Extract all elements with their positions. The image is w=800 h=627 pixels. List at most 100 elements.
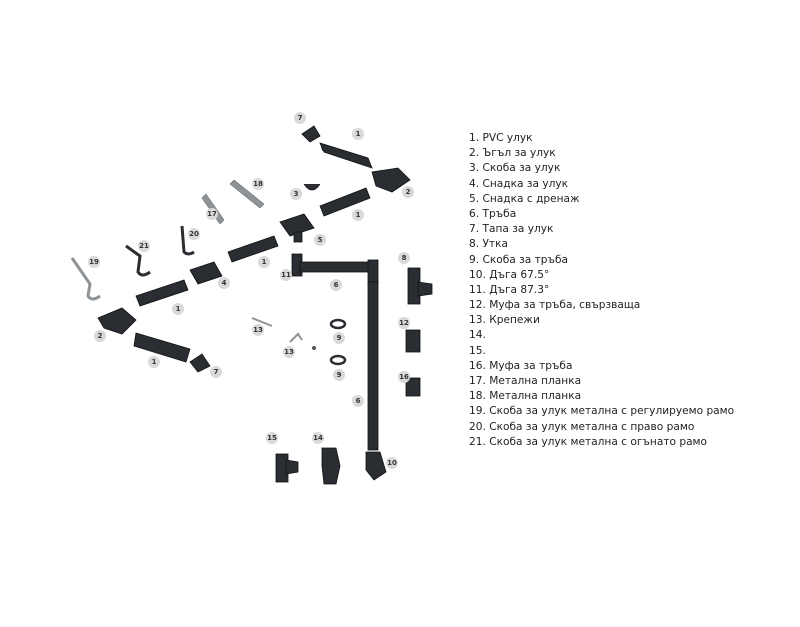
part-badge-label: 14 (313, 434, 323, 442)
part-badge: 4 (218, 277, 230, 289)
part-badge: 7 (294, 112, 306, 124)
gutter-mid (227, 235, 279, 263)
legend-item-9: 9. Скоба за тръба (469, 253, 569, 266)
legend-item-5: 5. Снадка с дренаж (469, 192, 580, 205)
pipe-branch-8 (407, 267, 433, 305)
gutter-connector-4 (189, 261, 223, 285)
part-badge-label: 9 (337, 334, 342, 342)
part-badge: 11 (280, 269, 292, 281)
part-badge-label: 9 (337, 371, 342, 379)
legend-item-2: 2. Ъгъл за улук (469, 147, 556, 160)
part-badge-label: 20 (189, 230, 199, 238)
part-badge: 5 (314, 234, 326, 246)
part-badge-label: 1 (262, 258, 267, 266)
gutter-bottom-left (133, 332, 191, 363)
gutter-drain-connector-5 (279, 213, 315, 243)
legend-item-20: 20. Скоба за улук метална с право рамо (469, 420, 695, 433)
metal-bracket-19 (70, 257, 101, 301)
part-badge-label: 8 (402, 254, 407, 262)
part-badge: 18 (252, 178, 264, 190)
legend-item-4: 4. Снадка за улук (469, 177, 569, 190)
legend-item-16: 16. Муфа за тръба (469, 359, 573, 372)
part-badge: 13 (252, 324, 264, 336)
part-badge-label: 18 (253, 180, 263, 188)
part-badge-label: 7 (298, 114, 303, 122)
legend-item-13: 13. Крепежи (469, 314, 540, 327)
legend-item-17: 17. Метална планка (469, 375, 582, 387)
fastener-13-lower (289, 332, 316, 350)
fastener-13-upper (251, 317, 273, 327)
elbow-67-5 (365, 451, 387, 481)
part-badge: 1 (352, 128, 364, 140)
end-cap-top (301, 125, 321, 143)
gutter-corner-right (371, 167, 411, 193)
metal-bracket-20 (180, 225, 195, 256)
legend-item-21: 21. Скоба за улук метална с огънато рамо (469, 435, 708, 448)
part-badge-label: 17 (207, 210, 217, 218)
part-badge-label: 16 (399, 373, 409, 381)
part-badge: 3 (290, 188, 302, 200)
part-15 (275, 453, 299, 483)
legend-item-12: 12. Муфа за тръба, свързваща (469, 299, 641, 312)
part-badge: 9 (333, 369, 345, 381)
part-badge-label: 7 (214, 368, 219, 376)
part-badge-label: 15 (267, 434, 277, 442)
part-badge: 2 (94, 330, 106, 342)
pipe-coupling-12 (405, 329, 421, 353)
part-badge-label: 1 (356, 211, 361, 219)
legend-item-6: 6. Тръба (469, 207, 517, 220)
gutter-top-right (319, 142, 373, 169)
pipe-clamp-9-upper (329, 318, 347, 330)
part-badge-label: 11 (281, 271, 291, 279)
part-badge: 19 (88, 256, 100, 268)
part-badge-label: 19 (89, 258, 99, 266)
elbow-87-3 (291, 253, 379, 285)
pipe-socket-16 (405, 377, 421, 397)
part-badge-label: 6 (356, 397, 361, 405)
metal-strip-18 (229, 179, 265, 209)
legend-item-18: 18. Метална планка (469, 390, 582, 403)
part-badge: 2 (402, 186, 414, 198)
part-badge-label: 4 (222, 279, 227, 287)
part-badge: 20 (188, 228, 200, 240)
legend-item-1: 1. PVC улук (469, 132, 533, 144)
gutter-corner-left (97, 307, 137, 335)
part-badge: 1 (352, 209, 364, 221)
parts-legend: 1. PVC улук 2. Ъгъл за улук 3. Скоба за … (469, 131, 734, 450)
part-badge-label: 13 (284, 348, 294, 356)
legend-item-15: 15. (469, 344, 486, 357)
metal-bracket-21 (125, 244, 151, 277)
legend-item-7: 7. Тапа за улук (469, 223, 554, 236)
part-badge-label: 1 (152, 358, 157, 366)
part-badge-label: 1 (356, 130, 361, 138)
gutter-bracket-3 (303, 183, 321, 191)
part-badge: 7 (210, 366, 222, 378)
pipe-clamp-9-lower (329, 354, 347, 366)
part-badge: 15 (266, 432, 278, 444)
part-badge-label: 1 (176, 305, 181, 313)
part-badge: 8 (398, 252, 410, 264)
part-badge-label: 21 (139, 242, 149, 250)
legend-item-14: 14. (469, 329, 486, 342)
part-badge: 9 (333, 332, 345, 344)
gutter-left-upper (135, 279, 189, 307)
legend-item-11: 11. Дъга 87.3° (469, 283, 550, 296)
part-badge-label: 6 (334, 281, 339, 289)
part-badge: 17 (206, 208, 218, 220)
legend-item-10: 10. Дъга 67.5° (469, 268, 550, 281)
part-14 (321, 447, 341, 485)
end-cap-bottom (189, 353, 211, 373)
part-badge: 1 (172, 303, 184, 315)
part-badge: 13 (283, 346, 295, 358)
part-badge-label: 2 (406, 188, 411, 196)
legend-item-19: 19. Скоба за улук метална с регулируемо … (469, 405, 735, 418)
part-badge: 12 (398, 317, 410, 329)
part-badge: 14 (312, 432, 324, 444)
part-badge: 1 (258, 256, 270, 268)
part-badge-label: 10 (387, 459, 397, 467)
part-badge-label: 2 (98, 332, 103, 340)
downpipe-6 (367, 281, 379, 451)
part-badge-label: 5 (318, 236, 323, 244)
